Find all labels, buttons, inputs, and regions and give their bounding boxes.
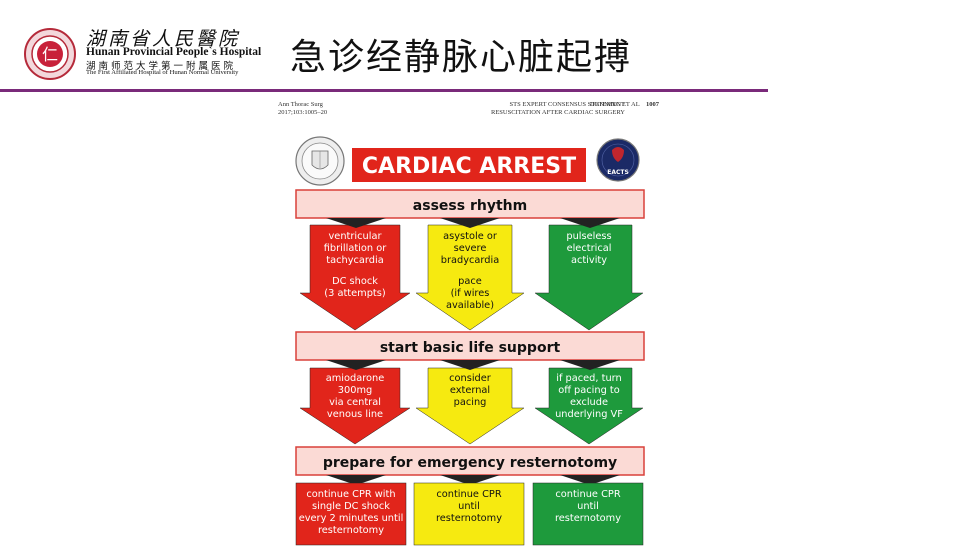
text-green-row2-line-3: underlying VF xyxy=(555,409,623,420)
text-yellow-row2-line-1: external xyxy=(450,385,490,396)
text-red-row2-line-2: via central xyxy=(329,397,381,408)
hospital-affiliation-en: The First Affiliated Hospital of Hunan N… xyxy=(86,69,239,76)
band-assess-rhythm xyxy=(295,189,645,219)
band-basic-life-support xyxy=(295,331,645,361)
logo-glyph: 仁 xyxy=(42,45,58,64)
journal-page: 1007 xyxy=(646,101,659,108)
text-red-row2-line-1: 300mg xyxy=(338,385,372,396)
text-green-row1-line-2: activity xyxy=(571,255,607,266)
text-yellow-row3-line-2: resternotomy xyxy=(436,513,502,524)
title-divider xyxy=(0,89,768,92)
text-yellow-row2-line-0: consider xyxy=(449,373,492,384)
text-red-row1-line-2: tachycardia xyxy=(326,255,383,266)
hospital-name-en: Hunan Provincial People`s Hospital xyxy=(86,46,262,58)
band2-pointer-green xyxy=(560,360,620,370)
box-red-row3 xyxy=(295,482,407,546)
text-yellow-row1-line-2: bradycardia xyxy=(441,255,499,266)
band3-pointer-yellow xyxy=(440,475,500,485)
band-basic-life-support-label: start basic life support xyxy=(380,340,561,356)
journal-authors: DUNNING ET AL xyxy=(590,101,640,108)
journal-header-left: Ann Thorac Surg 2017;103:1005–20 xyxy=(278,101,327,116)
cardiac-arrest-title-box xyxy=(352,148,586,182)
text-green-row3-line-1: until xyxy=(577,501,599,512)
text-red-row2-line-0: amiodarone xyxy=(326,373,385,384)
text-red-row1-line-5: (3 attempts) xyxy=(324,288,385,299)
journal-name: Ann Thorac Surg xyxy=(278,101,323,108)
text-green-row3-line-2: resternotomy xyxy=(555,513,621,524)
arrow-yellow-row1 xyxy=(415,224,525,331)
text-yellow-row2-line-2: pacing xyxy=(454,397,487,408)
band1-pointer-green xyxy=(560,218,620,228)
text-yellow-row1-line-5: (if wires xyxy=(451,288,490,299)
text-red-row1-line-4: DC shock xyxy=(332,276,378,287)
text-red-row3-line-1: single DC shock xyxy=(312,501,390,512)
text-yellow-row1-line-6: available) xyxy=(446,300,494,311)
arrow-green-row2 xyxy=(534,367,644,445)
hospital-logo: 仁 xyxy=(24,28,76,80)
band2-pointer-yellow xyxy=(440,360,500,370)
text-red-row3-line-2: every 2 minutes until xyxy=(299,513,404,524)
text-green-row2-line-1: off pacing to xyxy=(558,385,620,396)
arrow-red-row2 xyxy=(299,367,411,445)
text-green-row1-line-0: pulseless xyxy=(566,231,611,242)
eacts-logo: EACTS xyxy=(596,138,640,182)
band3-pointer-green xyxy=(560,475,620,485)
hospital-affiliation-cn: 湖南师范大学第一附属医院 xyxy=(86,61,237,72)
journal-header-right: STS EXPERT CONSENSUS STATEMENT RESUSCITA… xyxy=(470,101,625,116)
box-green-row3 xyxy=(532,482,644,546)
text-yellow-row1-line-4: pace xyxy=(458,276,482,287)
band3-pointer-red xyxy=(326,475,386,485)
journal-subsection: RESUSCITATION AFTER CARDIAC SURGERY xyxy=(490,108,625,116)
text-yellow-row3-line-0: continue CPR xyxy=(436,489,501,500)
arrow-yellow-row2 xyxy=(415,367,525,445)
hospital-name-cn: 湖南省人民醫院 xyxy=(86,28,241,50)
text-red-row3-line-3: resternotomy xyxy=(318,525,384,536)
text-red-row1-line-1: fibrillation or xyxy=(324,243,387,254)
cardiac-arrest-title: CARDIAC ARREST xyxy=(362,154,576,179)
text-green-row1-line-1: electrical xyxy=(567,243,612,254)
text-yellow-row1-line-1: severe xyxy=(454,243,487,254)
band-emergency-resternotomy xyxy=(295,446,645,476)
arrow-red-row1 xyxy=(299,224,411,331)
journal-section: STS EXPERT CONSENSUS STATEMENT xyxy=(509,101,625,108)
text-green-row2-line-0: if paced, turn xyxy=(556,373,621,384)
text-green-row3-line-0: continue CPR xyxy=(555,489,620,500)
text-red-row2-line-3: venous line xyxy=(327,409,383,420)
band-assess-rhythm-label: assess rhythm xyxy=(413,198,527,214)
text-yellow-row1-line-0: asystole or xyxy=(443,231,498,242)
eacts-logo-text: EACTS xyxy=(607,169,629,176)
box-yellow-row3 xyxy=(413,482,525,546)
arrow-green-row1 xyxy=(534,224,644,331)
text-red-row3-line-0: continue CPR with xyxy=(306,489,395,500)
band1-pointer-yellow xyxy=(440,218,500,228)
text-green-row2-line-2: exclude xyxy=(570,397,608,408)
band2-pointer-red xyxy=(326,360,386,370)
slide-title: 急诊经静脉心脏起搏 xyxy=(290,37,633,78)
sts-seal xyxy=(295,136,345,186)
journal-citation: 2017;103:1005–20 xyxy=(278,108,328,116)
band1-pointer-red xyxy=(326,218,386,228)
text-yellow-row3-line-1: until xyxy=(458,501,480,512)
text-red-row1-line-0: ventricular xyxy=(329,231,383,242)
band-emergency-resternotomy-label: prepare for emergency resternotomy xyxy=(323,455,617,471)
